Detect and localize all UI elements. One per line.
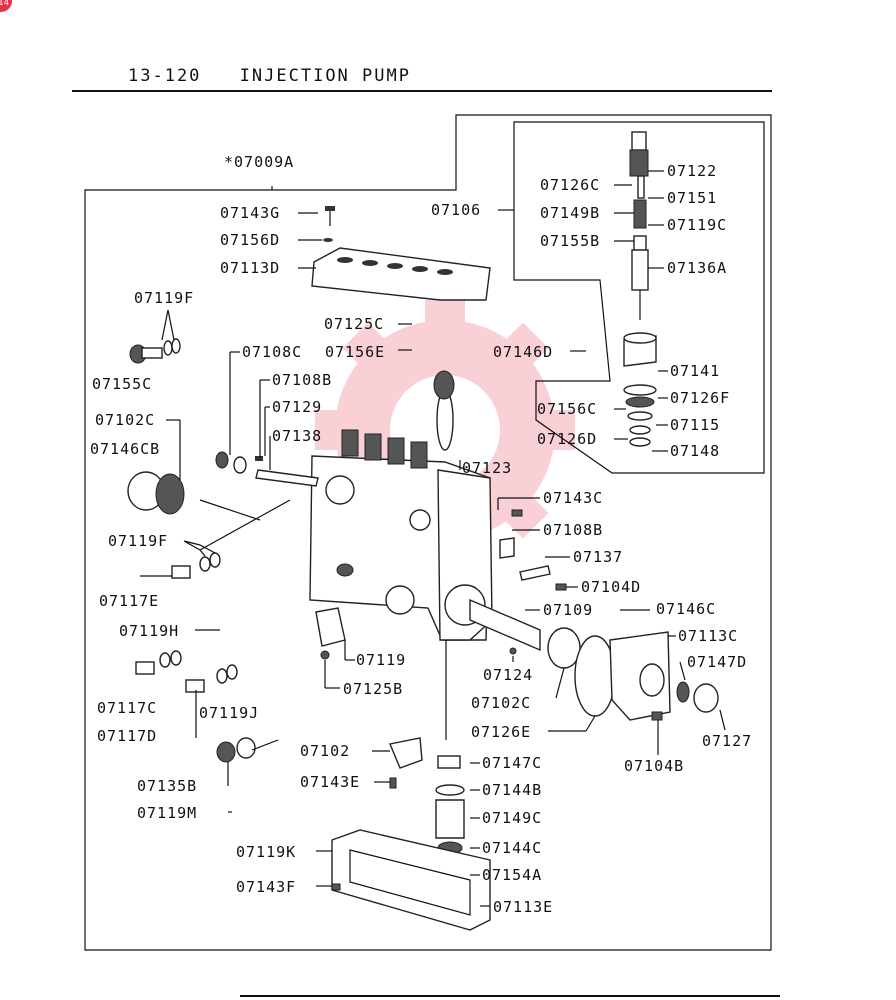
part-07102C-a: 07102C xyxy=(95,411,155,429)
assembly-outline xyxy=(84,114,772,951)
footer-rule xyxy=(240,995,780,997)
part-07106: 07106 xyxy=(431,201,481,219)
part-07119K: 07119K xyxy=(236,843,296,861)
part-labels: *07009A 07143G 07156D 07113D 07106 07126… xyxy=(90,153,752,916)
part-07113D: 07113D xyxy=(220,259,280,277)
part-07143F: 07143F xyxy=(236,878,296,896)
part-07115: 07115 xyxy=(670,416,720,434)
part-07109: 07109 xyxy=(543,601,593,619)
part-07124: 07124 xyxy=(483,666,533,684)
part-07119F-a: 07119F xyxy=(134,289,194,307)
part-07102C-b: 07102C xyxy=(471,694,531,712)
part-07119F-b: 07119F xyxy=(108,532,168,550)
part-07122: 07122 xyxy=(667,162,717,180)
part-07149C: 07149C xyxy=(482,809,542,827)
part-07146C: 07146C xyxy=(656,600,716,618)
part-07117C: 07117C xyxy=(97,699,157,717)
part-07135B: 07135B xyxy=(137,777,197,795)
parts-drawings xyxy=(127,131,719,931)
part-07108B-a: 07108B xyxy=(272,371,332,389)
part-07102: 07102 xyxy=(300,742,350,760)
part-07104B: 07104B xyxy=(624,757,684,775)
part-07123: 07123 xyxy=(462,459,512,477)
part-07138: 07138 xyxy=(272,427,322,445)
part-07126C-top: 07126C xyxy=(540,176,600,194)
part-07125C: 07125C xyxy=(324,315,384,333)
part-07143C: 07143C xyxy=(543,489,603,507)
part-07113E: 07113E xyxy=(493,898,553,916)
part-07143G: 07143G xyxy=(220,204,280,222)
part-07151: 07151 xyxy=(667,189,717,207)
part-07129: 07129 xyxy=(272,398,322,416)
assembly-label: *07009A xyxy=(224,153,294,171)
part-07156C: 07156C xyxy=(537,400,597,418)
delivery-valve-outline xyxy=(513,121,765,474)
part-07119M: 07119M xyxy=(137,804,197,822)
part-07104D: 07104D xyxy=(581,578,641,596)
part-07126E: 07126E xyxy=(471,723,531,741)
part-07141: 07141 xyxy=(670,362,720,380)
part-07155B: 07155B xyxy=(540,232,600,250)
part-07144C: 07144C xyxy=(482,839,542,857)
page-header: 13-120 INJECTION PUMP xyxy=(128,66,437,86)
part-07147D: 07147D xyxy=(687,653,747,671)
part-07113C: 07113C xyxy=(678,627,738,645)
part-07146CB: 07146CB xyxy=(90,440,160,458)
leader-lines xyxy=(140,170,726,907)
part-07117E: 07117E xyxy=(99,592,159,610)
part-07108C: 07108C xyxy=(242,343,302,361)
part-07136A: 07136A xyxy=(667,259,727,277)
part-07119C: 07119C xyxy=(667,216,727,234)
part-07144B: 07144B xyxy=(482,781,542,799)
page-title: INJECTION PUMP xyxy=(239,66,411,86)
part-07148: 07148 xyxy=(670,442,720,460)
part-07156E: 07156E xyxy=(325,343,385,361)
part-07108B-b: 07108B xyxy=(543,521,603,539)
part-07126D: 07126D xyxy=(537,430,597,448)
part-07154A: 07154A xyxy=(482,866,542,884)
part-07155C: 07155C xyxy=(92,375,152,393)
part-07117D: 07117D xyxy=(97,727,157,745)
part-07147C: 07147C xyxy=(482,754,542,772)
part-07119: 07119 xyxy=(356,651,406,669)
part-07143E: 07143E xyxy=(300,773,360,791)
part-07119H: 07119H xyxy=(119,622,179,640)
part-07126F: 07126F xyxy=(670,389,730,407)
part-07127: 07127 xyxy=(702,732,752,750)
part-07156D: 07156D xyxy=(220,231,280,249)
part-07149B: 07149B xyxy=(540,204,600,222)
part-07137: 07137 xyxy=(573,548,623,566)
part-07119J: 07119J xyxy=(199,704,259,722)
page-number: 13-120 xyxy=(128,66,202,86)
part-07125B: 07125B xyxy=(343,680,403,698)
header-rule xyxy=(72,90,772,92)
part-07146D: 07146D xyxy=(493,343,553,361)
